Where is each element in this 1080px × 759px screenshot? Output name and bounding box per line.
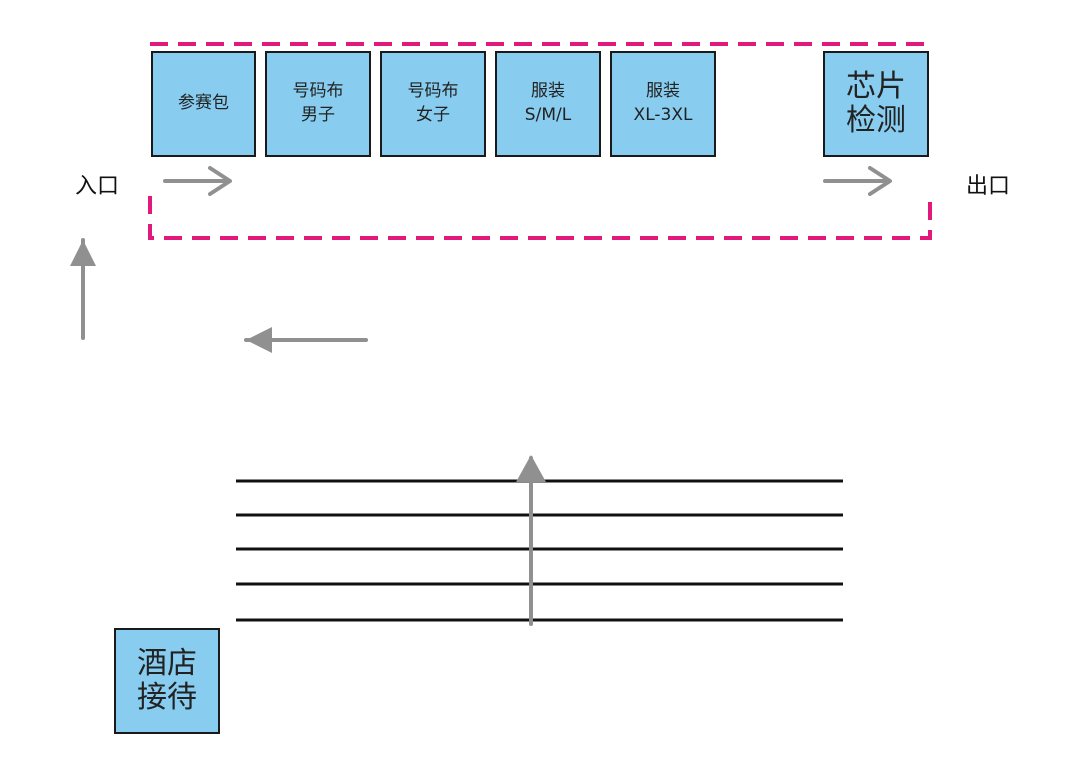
queue-lanes [236, 479, 843, 622]
entrance-arrow [163, 166, 232, 196]
left-arrow-middle [244, 327, 368, 353]
up-arrow-left [70, 238, 96, 340]
booth-apparel-xl: 服装 XL-3XL [610, 51, 716, 157]
flow-arrows [70, 166, 892, 353]
pickup-zone-boundary [148, 42, 932, 240]
hotel-reception-box: 酒店 接待 [114, 628, 220, 734]
booth-chip-check: 芯片 检测 [823, 51, 929, 157]
booth-race-pack: 参赛包 [151, 51, 256, 157]
pickup-zone-bottom-edge [148, 196, 932, 240]
exit-arrow [823, 166, 892, 196]
booth-bib-female: 号码布 女子 [380, 51, 486, 157]
entrance-label: 入口 [75, 174, 120, 199]
booth-apparel-sml: 服装 S/M/L [495, 51, 601, 157]
up-arrow-queue [516, 455, 546, 626]
exit-label: 出口 [966, 174, 1011, 199]
booth-bib-male: 号码布 男子 [265, 51, 371, 157]
